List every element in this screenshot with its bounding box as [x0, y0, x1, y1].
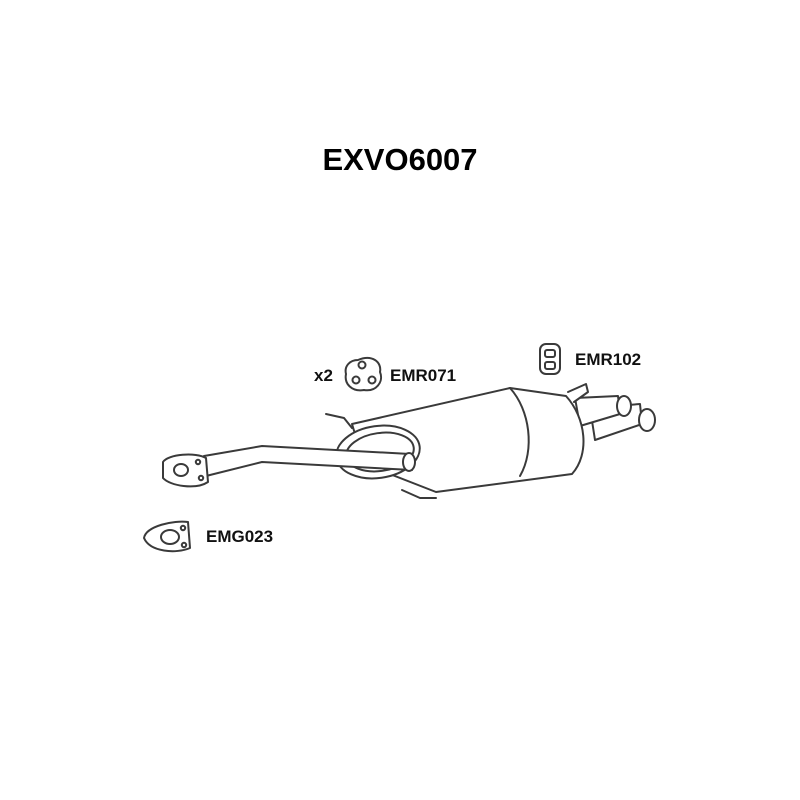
- rubber-mount-icon: [344, 356, 382, 392]
- rubber-hanger-icon: [539, 343, 561, 375]
- part-number-title: EXVO6007: [322, 142, 478, 177]
- emr071-label: EMR071: [390, 366, 457, 385]
- emr102-label: EMR102: [575, 350, 642, 369]
- emg023-label: EMG023: [206, 527, 274, 546]
- emr071-quantity: x2: [314, 366, 333, 385]
- rear-silencer-icon: [162, 383, 656, 499]
- flange-gasket-icon: [143, 520, 191, 553]
